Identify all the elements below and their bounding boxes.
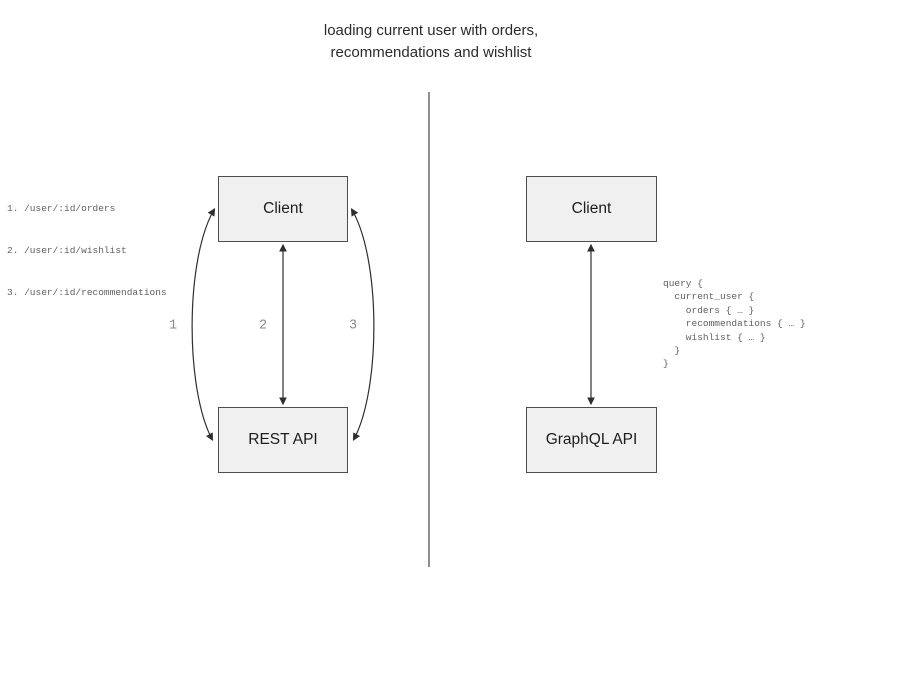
rest-arrow-recommendations (350, 207, 375, 442)
rest-endpoint-list: 1. /user/:id/orders 2. /user/:id/wishlis… (7, 174, 167, 328)
rest-client-label: Client (263, 200, 303, 217)
graphql-query-snippet: query { current_user { orders { … } reco… (663, 278, 806, 370)
rest-endpoint-orders: 1. /user/:id/orders (7, 203, 116, 214)
arrow-label-3: 3 (348, 318, 358, 334)
rest-arrow-orders (191, 207, 216, 442)
diagram-title: loading current user with orders, recomm… (323, 22, 539, 61)
rest-endpoint-wishlist: 2. /user/:id/wishlist (7, 245, 127, 256)
arrow-label-1: 1 (168, 318, 178, 334)
graphql-api-label: GraphQL API (545, 431, 638, 448)
arrow-label-2: 2 (258, 318, 268, 334)
rest-endpoint-recommendations: 3. /user/:id/recommendations (7, 287, 167, 298)
graphql-api-box: GraphQL API (526, 407, 657, 473)
graphql-client-label: Client (571, 200, 612, 217)
rest-api-box: REST API (218, 407, 348, 473)
graphql-client-box: Client (526, 176, 657, 242)
rest-api-label: REST API (248, 431, 318, 448)
rest-client-box: Client (218, 176, 348, 242)
